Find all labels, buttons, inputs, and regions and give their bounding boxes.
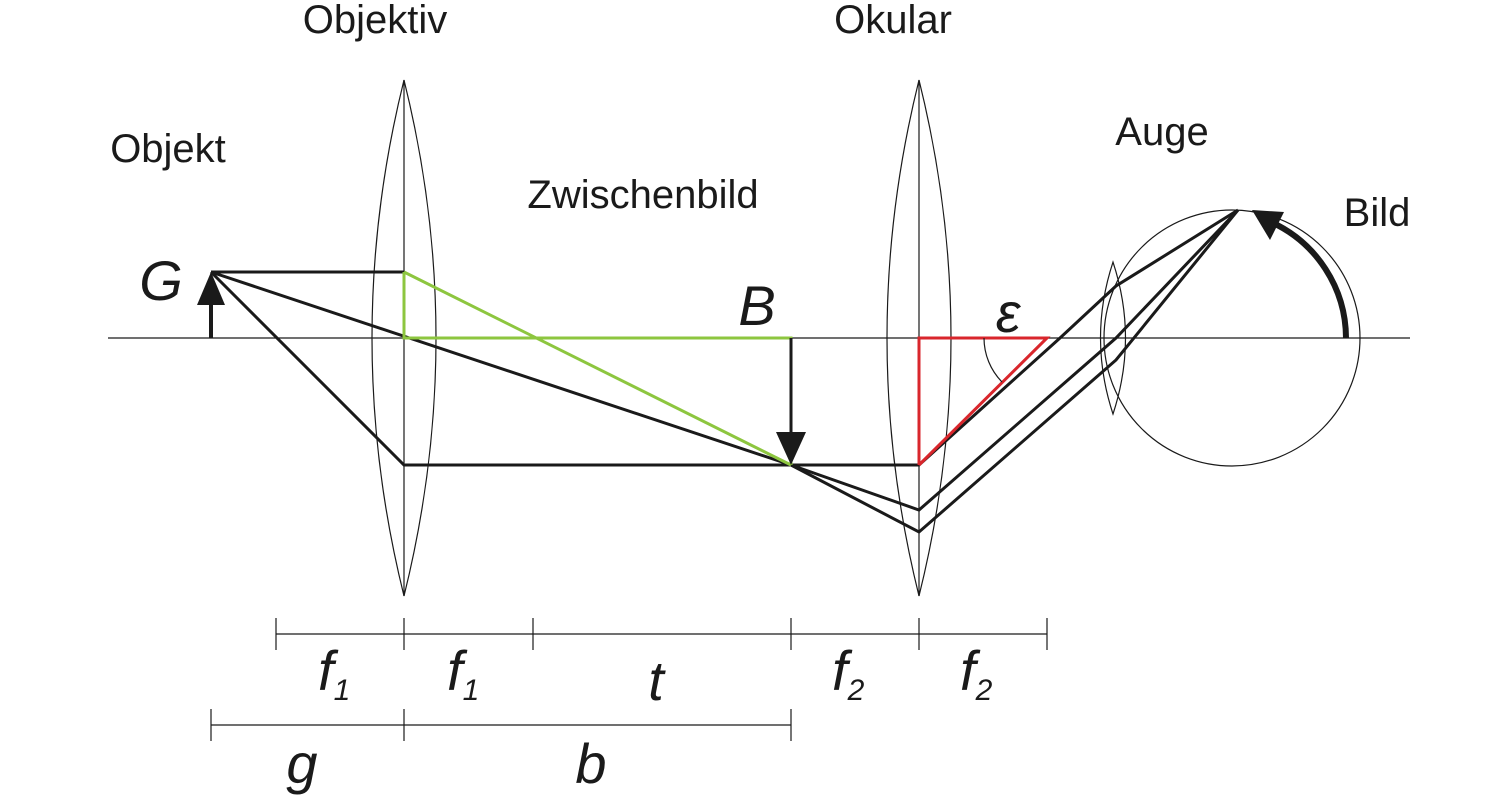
dimension-lines	[210, 618, 1048, 741]
label-f1-image-side: f1	[447, 639, 479, 707]
label-t: t	[648, 649, 666, 712]
object-arrow	[197, 272, 225, 338]
intermediate-image-arrow	[776, 338, 806, 465]
symbol-b-image: B	[738, 274, 775, 337]
label-f2-object-side: f2	[832, 639, 865, 707]
label-bild: Bild	[1344, 191, 1411, 235]
label-objektiv: Objektiv	[303, 0, 448, 42]
label-f1-object-side: f1	[318, 639, 350, 707]
svg-text:f2: f2	[960, 639, 993, 707]
angle-triangle	[917, 336, 1051, 467]
svg-text:f1: f1	[447, 639, 479, 707]
label-f2-image-side: f2	[960, 639, 993, 707]
symbol-epsilon-angle: ε	[996, 281, 1022, 344]
label-zwischenbild: Zwischenbild	[527, 173, 758, 217]
label-okular: Okular	[834, 0, 952, 42]
symbol-g-object: G	[139, 249, 183, 312]
label-b-distance: b	[575, 732, 606, 795]
eye	[1099, 209, 1361, 467]
svg-text:f2: f2	[832, 639, 865, 707]
bild-curved-arrow	[1252, 210, 1349, 339]
light-rays	[209, 208, 1240, 534]
construction-rays	[402, 270, 793, 467]
label-objekt: Objekt	[110, 127, 226, 171]
svg-text:f1: f1	[318, 639, 350, 707]
label-auge: Auge	[1115, 110, 1208, 154]
label-g-distance: g	[286, 732, 317, 795]
